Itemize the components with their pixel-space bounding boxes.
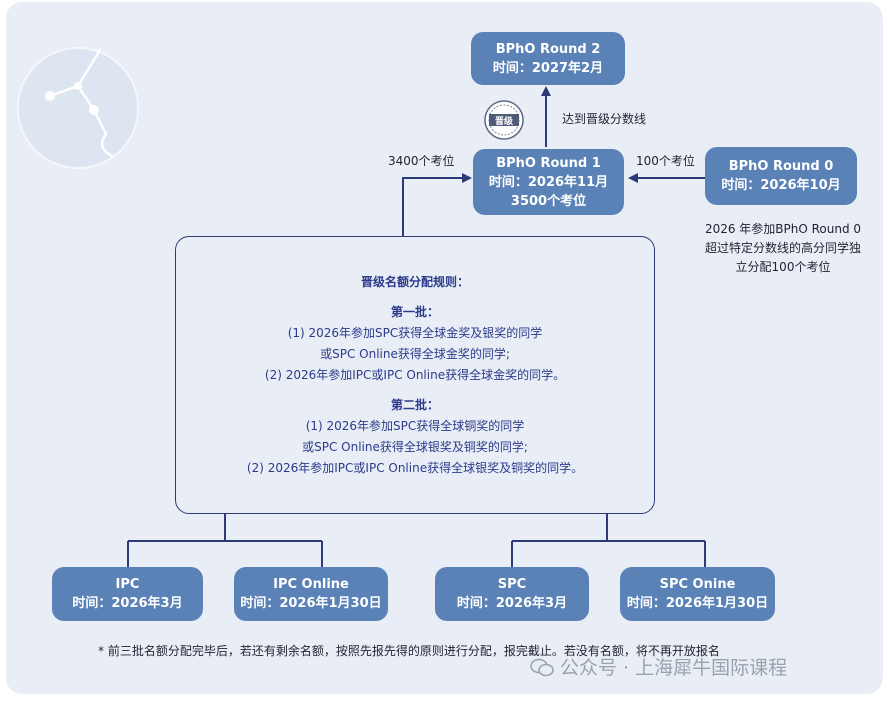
node-title: IPC Online xyxy=(273,577,349,592)
node-bpho-round-0: BPhO Round 0 时间：2026年10月 xyxy=(705,147,857,205)
round-0-note: 2026 年参加BPhO Round 0 超过特定分数线的高分同学独 立分配10… xyxy=(690,220,876,277)
batch-2-line: 或SPC Online获得全球银奖及铜奖的同学; xyxy=(302,439,528,454)
note-line: 2026 年参加BPhO Round 0 xyxy=(704,222,862,236)
batch-1-line: 或SPC Online获得全球金奖的同学; xyxy=(320,346,510,361)
node-title: BPhO Round 2 xyxy=(495,41,601,57)
node-time: 时间：2027年2月 xyxy=(492,60,604,76)
rules-title: 晋级名额分配规则： xyxy=(360,274,469,289)
seal-text: 晋级 xyxy=(495,115,514,127)
node-spc: SPC 时间：2026年3月 xyxy=(435,567,589,621)
node-time: 时间：2026年10月 xyxy=(721,178,841,193)
node-title: BPhO Round 0 xyxy=(728,159,834,174)
node-title: IPC xyxy=(115,577,140,592)
allocation-rules-box: 晋级名额分配规则： 第一批： (1) 2026年参加SPC获得全球金奖及银奖的同… xyxy=(175,236,655,514)
node-title: SPC Onine xyxy=(659,577,736,592)
batch-2-line: (2) 2026年参加IPC或IPC Online获得全球银奖及铜奖的同学。 xyxy=(246,460,584,475)
seal-badge-icon: 晋级 xyxy=(484,100,524,140)
node-bpho-round-1: BPhO Round 1 时间：2026年11月 3500个考位 xyxy=(473,149,624,215)
note-line: 超过特定分数线的高分同学独 xyxy=(704,241,861,255)
watermark-text: 公众号 · 上海犀牛国际课程 xyxy=(560,657,788,679)
batch-2-heading: 第二批： xyxy=(390,397,439,412)
batch-1-heading: 第一批： xyxy=(390,304,439,319)
edge-label-round-0-to-round-1: 100个考位 xyxy=(636,154,695,168)
batch-1-line: (1) 2026年参加SPC获得全球金奖及银奖的同学 xyxy=(287,325,543,340)
edge-label-to-round-2: 达到晋级分数线 xyxy=(562,112,647,126)
node-spc-online: SPC Onine 时间：2026年1月30日 xyxy=(620,567,775,621)
watermark: 公众号 · 上海犀牛国际课程 xyxy=(530,653,787,680)
node-time: 时间：2026年1月30日 xyxy=(240,596,382,611)
node-title: BPhO Round 1 xyxy=(496,155,601,171)
node-ipc: IPC 时间：2026年3月 xyxy=(52,567,203,621)
footnote: * 前三批名额分配完毕后，若还有剩余名额，按照先报先得的原则进行分配，报完截止。… xyxy=(98,644,720,658)
batch-1-line: (2) 2026年参加IPC或IPC Online获得全球金奖的同学。 xyxy=(264,367,566,382)
note-line: 立分配100个考位 xyxy=(735,260,831,274)
wechat-icon xyxy=(530,658,554,676)
node-title: SPC xyxy=(497,577,527,592)
node-time: 时间：2026年1月30日 xyxy=(626,596,769,611)
node-ipc-online: IPC Online 时间：2026年1月30日 xyxy=(234,567,388,621)
batch-2-line: (1) 2026年参加SPC获得全球铜奖的同学 xyxy=(305,418,525,433)
node-seats: 3500个考位 xyxy=(510,193,587,209)
decorative-circle-graphic xyxy=(17,47,139,169)
node-time: 时间：2026年11月 xyxy=(488,174,609,190)
node-bpho-round-2: BPhO Round 2 时间：2027年2月 xyxy=(471,32,625,85)
edge-label-rules-to-round-1: 3400个考位 xyxy=(388,154,455,168)
node-time: 时间：2026年3月 xyxy=(72,596,183,611)
node-time: 时间：2026年3月 xyxy=(456,596,568,611)
